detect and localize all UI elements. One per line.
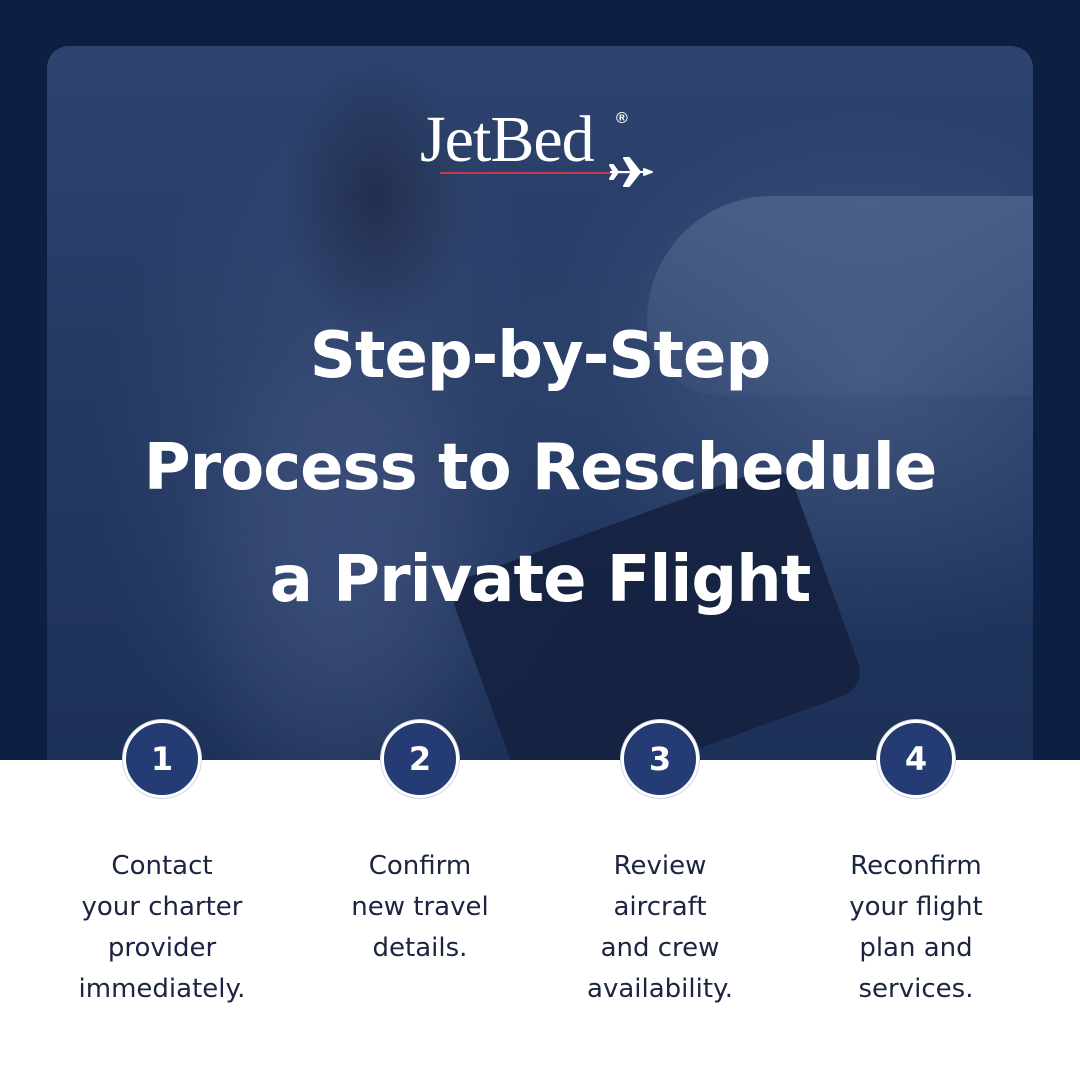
- step-text-line: aircraft: [613, 892, 707, 922]
- step-text-line: new travel: [351, 892, 489, 922]
- logo-text: JetBed: [420, 103, 595, 176]
- step-description: Reconfirm your flight plan and services.: [786, 846, 1046, 1010]
- step-text-line: availability.: [587, 974, 733, 1004]
- jetbed-logo: JetBed ®: [0, 100, 1080, 200]
- step-text-line: services.: [858, 974, 974, 1004]
- logo-underline: [440, 172, 630, 174]
- step-description: Contact your charter provider immediatel…: [32, 846, 292, 1010]
- step-text-line: provider: [107, 933, 217, 963]
- step-description: Confirm new travel details.: [290, 846, 550, 969]
- headline-line: Process to Reschedule: [143, 431, 938, 505]
- step-number-badge: 4: [877, 720, 955, 798]
- step-text-line: Reconfirm: [850, 851, 982, 881]
- background-jet-shape: [647, 196, 1033, 396]
- step-text-line: plan and: [859, 933, 973, 963]
- airplane-icon: [609, 157, 653, 187]
- step-number-badge: 3: [621, 720, 699, 798]
- step-4: 4 Reconfirm your flight plan and service…: [786, 720, 1046, 1010]
- step-number-badge: 2: [381, 720, 459, 798]
- step-number-badge: 1: [123, 720, 201, 798]
- step-2: 2 Confirm new travel details.: [290, 720, 550, 969]
- step-1: 1 Contact your charter provider immediat…: [32, 720, 292, 1010]
- step-text-line: details.: [372, 933, 468, 963]
- step-text-line: Review: [613, 851, 707, 881]
- headline-line: a Private Flight: [269, 543, 812, 617]
- background-hair-shape: [247, 46, 507, 406]
- headline-line: Step-by-Step: [309, 319, 771, 393]
- step-text-line: your charter: [81, 892, 243, 922]
- step-text-line: Confirm: [368, 851, 472, 881]
- steps-list: 1 Contact your charter provider immediat…: [0, 720, 1080, 1040]
- step-3: 3 Review aircraft and crew availability.: [530, 720, 790, 1010]
- step-description: Review aircraft and crew availability.: [530, 846, 790, 1010]
- step-text-line: and crew: [600, 933, 720, 963]
- step-text-line: Contact: [111, 851, 213, 881]
- step-text-line: immediately.: [78, 974, 246, 1004]
- step-text-line: your flight: [849, 892, 983, 922]
- registered-mark: ®: [616, 110, 628, 127]
- background-photo: [47, 46, 1033, 760]
- headline: Step-by-Step Process to Reschedule a Pri…: [0, 300, 1080, 636]
